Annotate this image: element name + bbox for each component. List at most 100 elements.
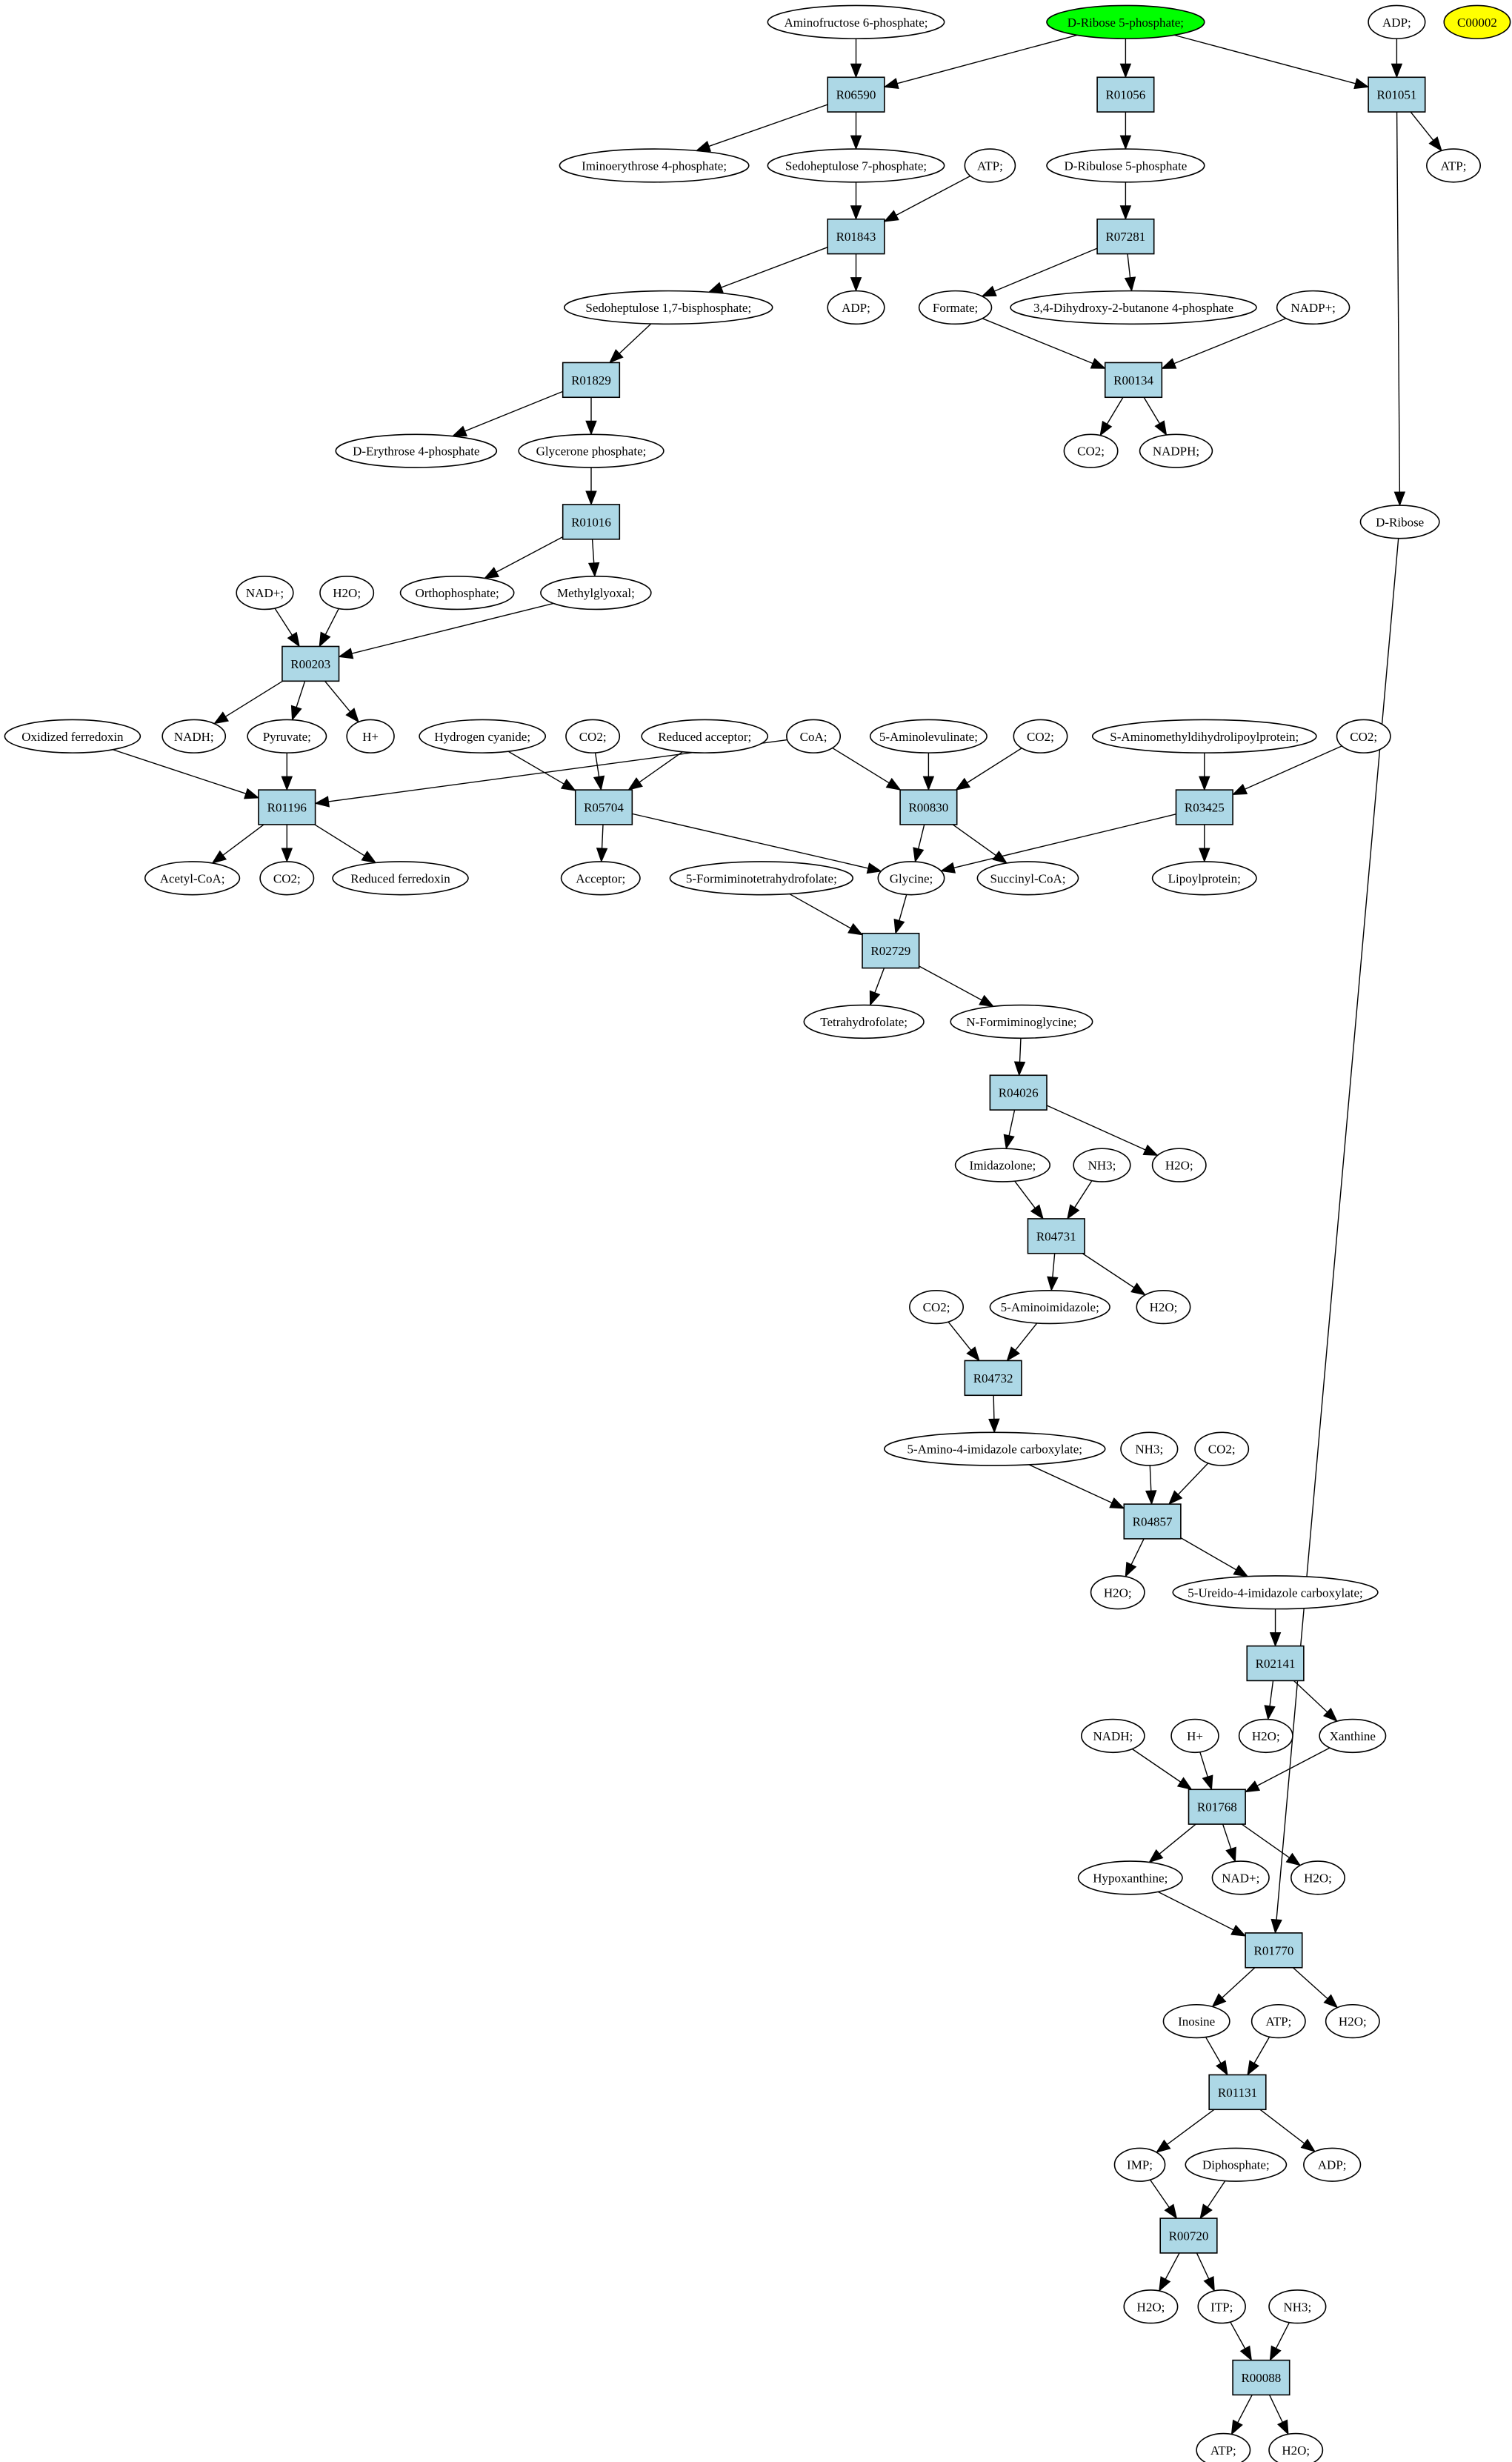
- reaction-node-r_R01768[interactable]: R01768: [1188, 1789, 1246, 1825]
- compound-node-c_h2o_8[interactable]: H2O;: [1123, 2289, 1179, 2324]
- compound-node-c_dr5p[interactable]: D-Ribose 5-phosphate;: [1046, 4, 1205, 39]
- compound-node-c_h2[interactable]: H+: [1170, 1718, 1219, 1754]
- edge-c_itp-to-r_R00088: [1230, 2321, 1246, 2349]
- compound-node-c_adp2[interactable]: ADP;: [827, 290, 885, 325]
- compound-node-c_ie4p[interactable]: Iminoerythrose 4-phosphate;: [559, 148, 750, 183]
- compound-node-c_h2o_2[interactable]: H2O;: [1151, 1148, 1207, 1182]
- compound-node-c_5amdlp[interactable]: S-Aminomethyldihydrolipoylprotein;: [1091, 719, 1317, 753]
- compound-node-c_imp[interactable]: IMP;: [1113, 2147, 1166, 2182]
- compound-node-c_atp1[interactable]: ATP;: [964, 148, 1016, 183]
- compound-node-c_h2o_3[interactable]: H2O;: [1136, 1289, 1191, 1325]
- compound-node-c_accoa[interactable]: Acetyl-CoA;: [144, 861, 241, 896]
- compound-node-c_sbp[interactable]: Sedoheptulose 1,7-bisphosphate;: [564, 290, 773, 325]
- compound-node-c_s7p[interactable]: Sedoheptulose 7-phosphate;: [767, 148, 945, 183]
- compound-node-c_h2o_1[interactable]: H2O;: [319, 575, 375, 610]
- compound-node-c_pyr[interactable]: Pyruvate;: [247, 719, 327, 753]
- reaction-node-r_R06590[interactable]: R06590: [827, 76, 885, 113]
- compound-node-c_nadh1[interactable]: NADH;: [161, 719, 227, 753]
- reaction-node-r_R03425[interactable]: R03425: [1175, 789, 1233, 825]
- compound-node-c_h2o_4[interactable]: H2O;: [1090, 1575, 1145, 1610]
- reaction-node-r_R04026[interactable]: R04026: [989, 1074, 1048, 1111]
- compound-node-c_co2_g[interactable]: CO2;: [1194, 1431, 1250, 1466]
- reaction-node-r_R05704[interactable]: R05704: [574, 789, 633, 825]
- compound-node-c_5ala[interactable]: 5-Aminolevulinate;: [869, 719, 988, 753]
- compound-node-c_adp_top[interactable]: ADP;: [1368, 4, 1426, 39]
- compound-node-c_thf[interactable]: Tetrahydrofolate;: [803, 1004, 925, 1039]
- compound-node-c_inosine[interactable]: Inosine: [1162, 2003, 1230, 2039]
- compound-node-c_5aimid[interactable]: 5-Aminoimidazole;: [989, 1289, 1110, 1325]
- compound-node-c_redacc[interactable]: Reduced acceptor;: [641, 719, 769, 753]
- compound-node-c_e4p[interactable]: D-Erythrose 4-phosphate: [335, 433, 498, 468]
- compound-node-c_imidaz[interactable]: Imidazolone;: [954, 1148, 1051, 1182]
- compound-node-c_gly[interactable]: Glycine;: [877, 861, 945, 896]
- reaction-node-r_R01829[interactable]: R01829: [562, 362, 621, 399]
- reaction-node-r_R01131[interactable]: R01131: [1208, 2074, 1267, 2111]
- compound-node-c_nad1[interactable]: NAD+;: [236, 575, 294, 610]
- compound-node-c_oxfd[interactable]: Oxidized ferredoxin: [4, 719, 141, 753]
- compound-node-c_h1[interactable]: H+: [346, 719, 395, 753]
- compound-node-c_dhbp[interactable]: 3,4-Dihydroxy-2-butanone 4-phosphate: [1010, 290, 1257, 325]
- compound-node-c_h2o_6[interactable]: H2O;: [1290, 1860, 1345, 1895]
- node-label: Acetyl-CoA;: [160, 871, 225, 885]
- reaction-node-r_R01196[interactable]: R01196: [258, 789, 316, 825]
- compound-node-c_5fthf[interactable]: 5-Formiminotetrahydrofolate;: [669, 861, 854, 896]
- compound-node-c_redfd[interactable]: Reduced ferredoxin: [332, 861, 469, 896]
- reaction-node-r_R04732[interactable]: R04732: [964, 1360, 1022, 1397]
- compound-node-c_h2o_9[interactable]: H2O;: [1268, 2432, 1324, 2462]
- compound-node-c_itp[interactable]: ITP;: [1197, 2289, 1246, 2324]
- compound-node-c_co2_f[interactable]: CO2;: [909, 1289, 965, 1325]
- compound-node-c_5a4ic[interactable]: 5-Amino-4-imidazole carboxylate;: [884, 1431, 1106, 1466]
- reaction-node-r_R00830[interactable]: R00830: [899, 789, 958, 825]
- compound-node-c_nadh2[interactable]: NADH;: [1081, 1718, 1145, 1754]
- compound-node-c_c00002[interactable]: C00002: [1443, 4, 1511, 39]
- reaction-node-r_R01843[interactable]: R01843: [827, 218, 885, 255]
- reaction-node-r_R01051[interactable]: R01051: [1368, 76, 1426, 113]
- compound-node-c_nadp[interactable]: NADP+;: [1276, 290, 1351, 325]
- reaction-node-r_R01016[interactable]: R01016: [562, 504, 621, 540]
- reaction-node-r_R00720[interactable]: R00720: [1159, 2218, 1218, 2254]
- compound-node-c_nh3_2[interactable]: NH3;: [1120, 1431, 1179, 1466]
- compound-node-c_diphos[interactable]: Diphosphate;: [1185, 2147, 1288, 2182]
- compound-node-c_succoa[interactable]: Succinyl-CoA;: [976, 861, 1079, 896]
- compound-node-c_ophos[interactable]: Orthophosphate;: [399, 575, 515, 610]
- reaction-node-r_R00203[interactable]: R00203: [282, 645, 340, 682]
- compound-node-c_dribose[interactable]: D-Ribose: [1359, 505, 1440, 539]
- compound-node-c_formate[interactable]: Formate;: [918, 290, 993, 325]
- compound-node-c_xan[interactable]: Xanthine: [1319, 1718, 1387, 1754]
- reaction-node-r_R04731[interactable]: R04731: [1027, 1218, 1085, 1254]
- reaction-node-r_R00134[interactable]: R00134: [1104, 362, 1163, 399]
- compound-node-c_h2o_7[interactable]: H2O;: [1325, 2003, 1380, 2039]
- compound-node-c_atp4[interactable]: ATP;: [1196, 2432, 1251, 2462]
- compound-node-c_acceptor[interactable]: Acceptor;: [560, 861, 641, 896]
- reaction-node-r_R01770[interactable]: R01770: [1245, 1932, 1303, 1969]
- compound-node-c_co2_a[interactable]: CO2;: [1063, 433, 1119, 468]
- compound-node-c_hypox[interactable]: Hypoxanthine;: [1077, 1860, 1183, 1895]
- compound-node-c_co2_c[interactable]: CO2;: [1013, 719, 1068, 753]
- reaction-node-r_R01056[interactable]: R01056: [1096, 76, 1155, 113]
- compound-node-c_mgly[interactable]: Methylglyoxal;: [540, 575, 652, 610]
- reaction-node-r_R00088[interactable]: R00088: [1232, 2359, 1290, 2396]
- compound-node-c_lipo[interactable]: Lipoylprotein;: [1151, 861, 1257, 896]
- compound-node-c_nad2[interactable]: NAD+;: [1211, 1860, 1270, 1895]
- reaction-node-r_R02141[interactable]: R02141: [1246, 1645, 1305, 1682]
- compound-node-c_5u4ic[interactable]: 5-Ureido-4-imidazole carboxylate;: [1172, 1575, 1379, 1610]
- compound-node-c_dru5p[interactable]: D-Ribulose 5-phosphate: [1046, 148, 1205, 183]
- reaction-node-r_R07281[interactable]: R07281: [1096, 218, 1155, 255]
- compound-node-c_amf6p[interactable]: Aminofructose 6-phosphate;: [767, 4, 945, 39]
- reaction-node-r_R04857[interactable]: R04857: [1123, 1503, 1182, 1540]
- compound-node-c_adp3[interactable]: ADP;: [1303, 2147, 1362, 2182]
- compound-node-c_h2o_5[interactable]: H2O;: [1238, 1718, 1293, 1754]
- compound-node-c_co2_d[interactable]: CO2;: [1336, 719, 1391, 753]
- compound-node-c_nfgly[interactable]: N-Formiminoglycine;: [950, 1004, 1093, 1039]
- reaction-node-r_R02729[interactable]: R02729: [862, 932, 920, 969]
- compound-node-c_hcn[interactable]: Hydrogen cyanide;: [419, 719, 547, 753]
- compound-node-c_nh3_3[interactable]: NH3;: [1268, 2289, 1327, 2324]
- compound-node-c_atp2[interactable]: ATP;: [1426, 148, 1481, 183]
- compound-node-c_nadph[interactable]: NADPH;: [1139, 433, 1213, 468]
- compound-node-c_coa[interactable]: CoA;: [786, 719, 842, 753]
- compound-node-c_co2_b[interactable]: CO2;: [565, 719, 621, 753]
- compound-node-c_gp[interactable]: Glycerone phosphate;: [518, 433, 665, 468]
- compound-node-c_co2_e[interactable]: CO2;: [259, 861, 315, 896]
- compound-node-c_nh3_1[interactable]: NH3;: [1073, 1148, 1131, 1182]
- compound-node-c_atp3[interactable]: ATP;: [1250, 2003, 1306, 2039]
